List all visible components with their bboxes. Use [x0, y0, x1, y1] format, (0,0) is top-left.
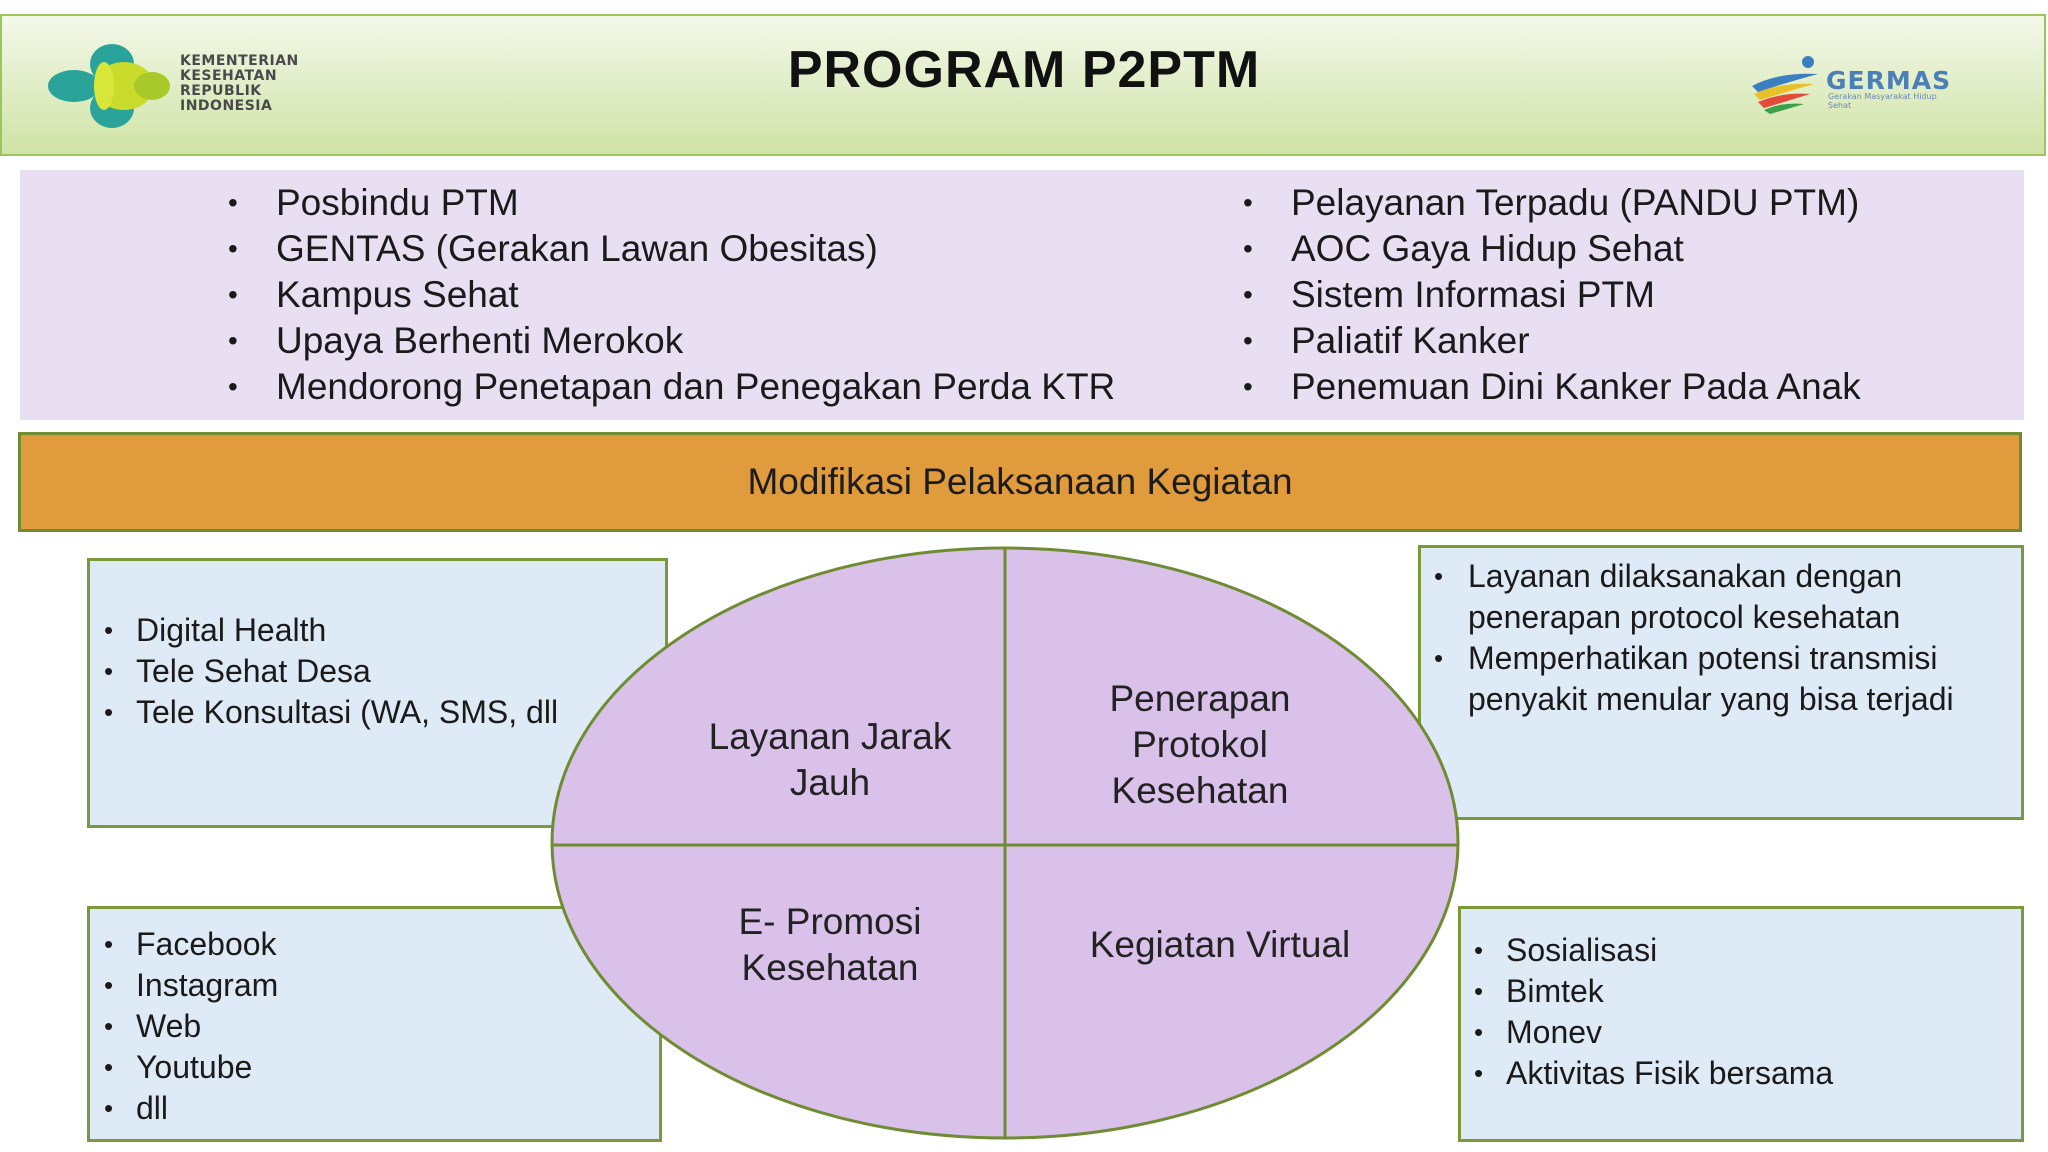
- quadrant-line: Protokol: [1132, 724, 1268, 765]
- quadrant-line: Penerapan: [1109, 678, 1291, 719]
- list-item-line: Layanan dilaksanakan dengan: [1468, 558, 1903, 594]
- quadrant-line: Kesehatan: [741, 947, 919, 988]
- kemenkes-line: INDONESIA: [180, 98, 273, 114]
- germas-logo-text: GERMAS: [1826, 66, 1952, 95]
- list-item-line: penerapan protocol kesehatan: [1468, 599, 1901, 635]
- list-item: Digital Health: [92, 610, 558, 651]
- bullet-icon: •: [1434, 561, 1444, 591]
- kemenkes-logo-icon: [48, 44, 170, 128]
- list-item: Pelayanan Terpadu (PANDU PTM): [1243, 180, 1861, 226]
- kemenkes-line: KEMENTERIAN: [180, 53, 299, 69]
- list-item: Mendorong Penetapan dan Penegakan Perda …: [228, 364, 1115, 410]
- program-list-right: Pelayanan Terpadu (PANDU PTM) AOC Gaya H…: [1243, 180, 1861, 410]
- quadrant-line: Jauh: [789, 762, 871, 803]
- list-item: Upaya Berhenti Merokok: [228, 318, 1115, 364]
- social-media-list: Facebook Instagram Web Youtube dll: [92, 924, 278, 1129]
- virtual-activities-list: Sosialisasi Bimtek Monev Aktivitas Fisik…: [1462, 930, 1833, 1094]
- quadrant-line: Kegiatan Virtual: [1089, 924, 1351, 965]
- list-item: Monev: [1462, 1012, 1833, 1053]
- kemenkes-line: KESEHATAN: [180, 68, 278, 84]
- germas-logo-icon: [1752, 56, 1818, 114]
- list-item: dll: [92, 1088, 278, 1129]
- list-item: Kampus Sehat: [228, 272, 1115, 318]
- list-item: Aktivitas Fisik bersama: [1462, 1053, 1833, 1094]
- quadrant-line: Kesehatan: [1111, 770, 1289, 811]
- list-item: Bimtek: [1462, 971, 1833, 1012]
- germas-tagline: Gerakan Masyarakat Hidup Sehat: [1828, 92, 1937, 110]
- list-item: Posbindu PTM: [228, 180, 1115, 226]
- quadrant-virtual-activity: Kegiatan Virtual: [1040, 910, 1400, 980]
- list-item: Facebook: [92, 924, 278, 965]
- list-item: Instagram: [92, 965, 278, 1006]
- page-title: PROGRAM P2PTM: [787, 41, 1261, 99]
- kemenkes-line: REPUBLIK: [180, 83, 262, 99]
- bullet-icon: •: [1434, 643, 1444, 673]
- protocol-list: • Layanan dilaksanakan dengan penerapan …: [1424, 556, 1954, 720]
- list-item: • Memperhatikan potensi transmisi penyak…: [1424, 638, 1954, 720]
- program-list-left: Posbindu PTM GENTAS (Gerakan Lawan Obesi…: [228, 180, 1115, 410]
- list-item-line: penyakit menular yang bisa terjadi: [1468, 681, 1954, 717]
- list-item: GENTAS (Gerakan Lawan Obesitas): [228, 226, 1115, 272]
- box-protocol: [1418, 545, 2024, 820]
- list-item: Web: [92, 1006, 278, 1047]
- list-item: • Layanan dilaksanakan dengan penerapan …: [1424, 556, 1954, 638]
- quadrant-line: E- Promosi: [738, 901, 922, 942]
- kemenkes-logo-text: KEMENTERIAN KESEHATAN REPUBLIK INDONESIA: [180, 54, 340, 114]
- header-banner: [0, 14, 2046, 156]
- list-item: Sosialisasi: [1462, 930, 1833, 971]
- modification-bar: Modifikasi Pelaksanaan Kegiatan: [18, 432, 2022, 532]
- list-item: Tele Konsultasi (WA, SMS, dll: [92, 692, 558, 733]
- digital-health-list: Digital Health Tele Sehat Desa Tele Kons…: [92, 610, 558, 733]
- list-item: Paliatif Kanker: [1243, 318, 1861, 364]
- list-item: Penemuan Dini Kanker Pada Anak: [1243, 364, 1861, 410]
- list-item: Sistem Informasi PTM: [1243, 272, 1861, 318]
- list-item: AOC Gaya Hidup Sehat: [1243, 226, 1861, 272]
- list-item: Youtube: [92, 1047, 278, 1088]
- list-item: Tele Sehat Desa: [92, 651, 558, 692]
- quadrant-line: Layanan Jarak: [708, 716, 952, 757]
- list-item-line: Memperhatikan potensi transmisi: [1468, 640, 1938, 676]
